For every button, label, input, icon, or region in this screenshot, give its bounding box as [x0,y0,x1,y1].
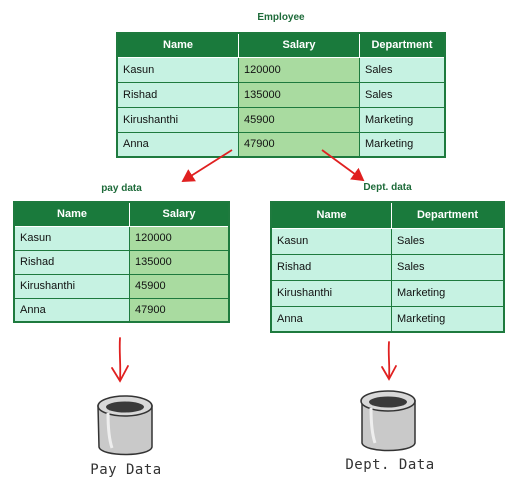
dept-data-database-icon [360,390,416,452]
table-row: Anna 47900 [13,297,230,323]
table-row: Rishad 135000 Sales [116,81,446,108]
pay-data-db-label: Pay Data [90,462,162,478]
employee-cell-department: Marketing [359,131,446,158]
table-row: Kirushanthi 45900 Marketing [116,106,446,133]
employee-cell-department: Sales [359,81,446,108]
dept-header-row: Name Department [270,201,505,229]
pay-data-table: Name Salary Kasun 120000 Rishad 135000 K… [13,201,230,323]
pay-header-salary: Salary [129,201,230,227]
employee-header-salary: Salary [238,32,360,58]
dept-data-table: Name Department Kasun Sales Rishad Sales… [270,201,505,333]
dept-table-title: Dept. data [363,182,412,193]
employee-table: Name Salary Department Kasun 120000 Sale… [116,32,446,158]
pay-cell-salary: 47900 [129,297,230,323]
dept-header-department: Department [391,201,505,229]
employee-cell-salary: 45900 [238,106,360,133]
employee-cell-salary: 120000 [238,56,360,83]
arrow-down-dept-icon [381,341,397,381]
employee-cell-name: Rishad [116,81,239,108]
arrow-to-pay-data [181,149,233,182]
dept-cell-name: Kirushanthi [270,279,392,307]
employee-table-title: Employee [257,12,305,23]
table-row: Anna 47900 Marketing [116,131,446,158]
pay-cell-salary: 135000 [129,249,230,275]
dept-cell-name: Anna [270,305,392,333]
pay-data-database-icon [97,395,153,456]
employee-header-row: Name Salary Department [116,32,446,58]
pay-cell-name: Anna [13,297,130,323]
pay-cell-name: Kirushanthi [13,273,130,299]
dept-header-name: Name [270,201,392,229]
dept-cell-name: Kasun [270,227,392,255]
dept-cell-department: Marketing [391,279,505,307]
table-row: Anna Marketing [270,305,505,333]
employee-cell-salary: 47900 [238,131,360,158]
employee-cell-name: Kirushanthi [116,106,239,133]
employee-header-department: Department [359,32,446,58]
employee-cell-name: Anna [116,131,239,158]
arrow-to-dept-data [321,149,365,182]
pay-cell-name: Kasun [13,225,130,251]
employee-cell-salary: 135000 [238,81,360,108]
pay-cell-name: Rishad [13,249,130,275]
dept-data-db-label: Dept. Data [345,457,435,473]
arrow-down-pay-icon [111,337,129,383]
dept-cell-department: Sales [391,253,505,281]
table-row: Kirushanthi Marketing [270,279,505,307]
dept-cell-department: Marketing [391,305,505,333]
table-row: Rishad 135000 [13,249,230,275]
pay-table-title: pay data [101,183,142,194]
